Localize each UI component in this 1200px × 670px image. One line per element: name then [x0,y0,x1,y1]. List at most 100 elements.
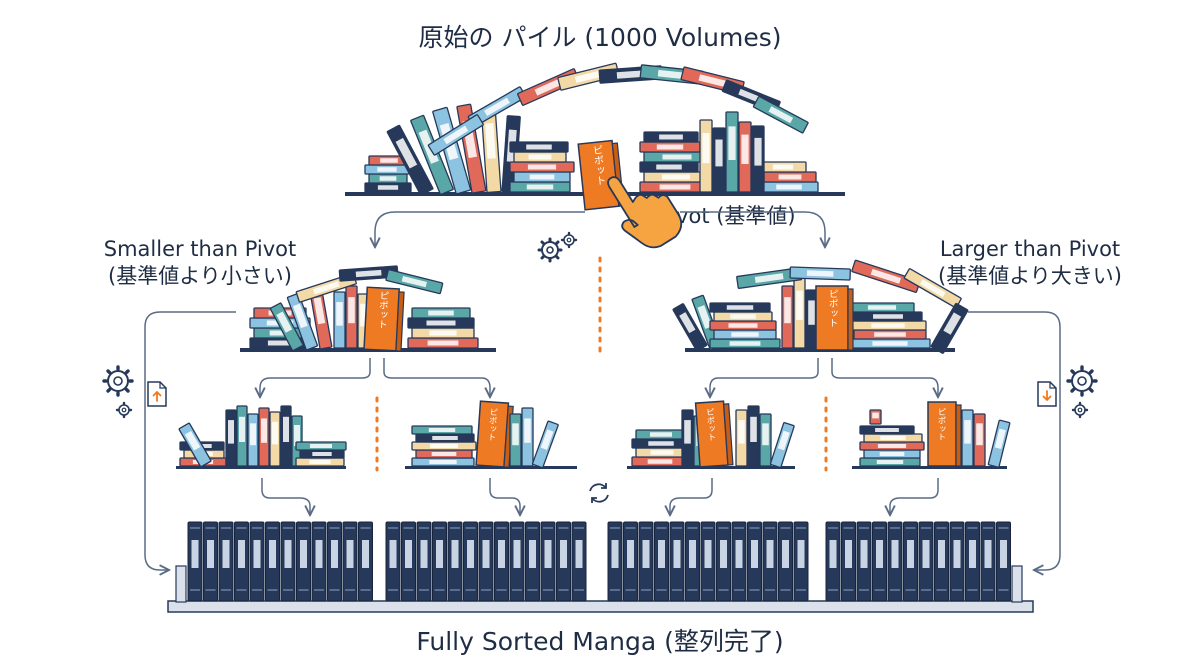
book-label [526,144,552,150]
book-label [401,276,427,288]
book-label [880,436,906,440]
book-label [272,421,278,445]
sorted-book-label [720,540,727,568]
book-label [731,332,759,337]
book-label [309,460,331,464]
arrow-to-small-3 [710,358,819,396]
small-pile-3: ピボット [627,400,795,469]
book-label [741,134,749,164]
smaller-label-line1: Smaller than Pivot [103,237,297,261]
book-label [879,452,905,456]
sorted-book-label [346,540,354,568]
sorted-book-label [238,540,245,568]
sorted-book-label [513,540,521,568]
sorted-book-label [451,540,459,568]
refresh-icon [589,483,609,503]
pivot-book-side [955,404,962,467]
arrow-to-larger [680,211,825,246]
smaller-label-line2: (基準値より小さい) [108,264,292,288]
book-label [310,444,332,448]
book-label [647,459,673,464]
small-pile-4: ピボット [852,401,1011,469]
book-label [379,176,397,181]
book-label [776,184,802,190]
sorted-book-label [953,540,961,568]
book-label [616,70,645,79]
smaller-pile: ピボット [240,265,496,352]
book-label [656,144,684,150]
sorted-book-label [560,540,567,568]
sorted-shelf-bookend-right [1011,565,1023,603]
arrow-to-small-2 [383,358,490,396]
sorted-book-label [751,540,758,568]
left-outer-flow [144,311,236,570]
sorted-book-label [860,540,868,568]
book-label [867,305,897,310]
book-label [312,281,340,295]
book-label [876,460,904,464]
sorted-shelf [167,521,1034,613]
book-label [429,460,457,464]
arrow-to-small-4 [831,358,938,396]
book-label [650,450,674,455]
book-label [269,330,295,336]
pivot-book-spine-text: ピボット [937,408,947,442]
original-pile: ピボット [345,62,845,211]
larger-label-line2: (基準値より大きい) [938,264,1122,288]
arrow-sorted-4 [890,478,939,514]
book-label [360,303,367,327]
book-label [784,297,791,324]
gear-icon [1066,365,1098,397]
book-label [428,310,454,316]
book-label [679,312,696,334]
book-label [524,418,531,443]
book-label [529,174,555,180]
book-label [730,314,756,319]
book-label [377,167,397,172]
pivot-book-side [847,288,854,351]
sorted-book-label [331,540,338,568]
sorted-book-label [436,540,443,568]
book-label [729,341,761,346]
book-label [738,420,745,444]
gear-icon [1071,401,1089,419]
book-label [534,78,563,96]
title-original-pile: 原始の パイル (1000 Volumes) [418,23,782,52]
book-label [808,300,815,325]
small-pile-2-shelf [405,466,577,469]
sorted-book-label [207,540,214,568]
sorted-book-label [191,540,199,568]
gear-icon [115,401,133,419]
sorted-book-label [362,540,369,568]
book-label [877,444,907,448]
book-label [650,432,672,437]
book-label [267,340,297,346]
book-label [429,444,459,448]
book-label [574,70,603,84]
book-label [395,137,418,169]
book-label [872,341,908,346]
larger-label-line1: Larger than Pivot [939,237,1121,261]
book-label [348,297,355,324]
gear-icon [560,231,578,249]
hand-pointer-icon [607,176,683,249]
arrow-to-small-1 [260,358,371,396]
larger-than-pivot-label: Larger than Pivot (基準値より大きい) [900,236,1160,290]
sorted-book-label [269,540,276,568]
book-label [656,164,682,170]
book-label [772,164,794,170]
book-label [684,420,691,444]
larger-pile: ピボット [672,259,969,354]
sorted-book-label [673,540,681,568]
arrow-sorted-2 [489,478,520,514]
book-label [698,74,727,88]
sorted-book-label [467,540,474,568]
sorted-book-label [575,540,583,568]
pivot-book [815,285,849,351]
sorted-book-label [689,540,696,568]
book-label [184,430,201,451]
book-label [796,290,803,320]
book-label [754,273,784,283]
book-label [283,416,289,442]
book-label [528,154,552,160]
